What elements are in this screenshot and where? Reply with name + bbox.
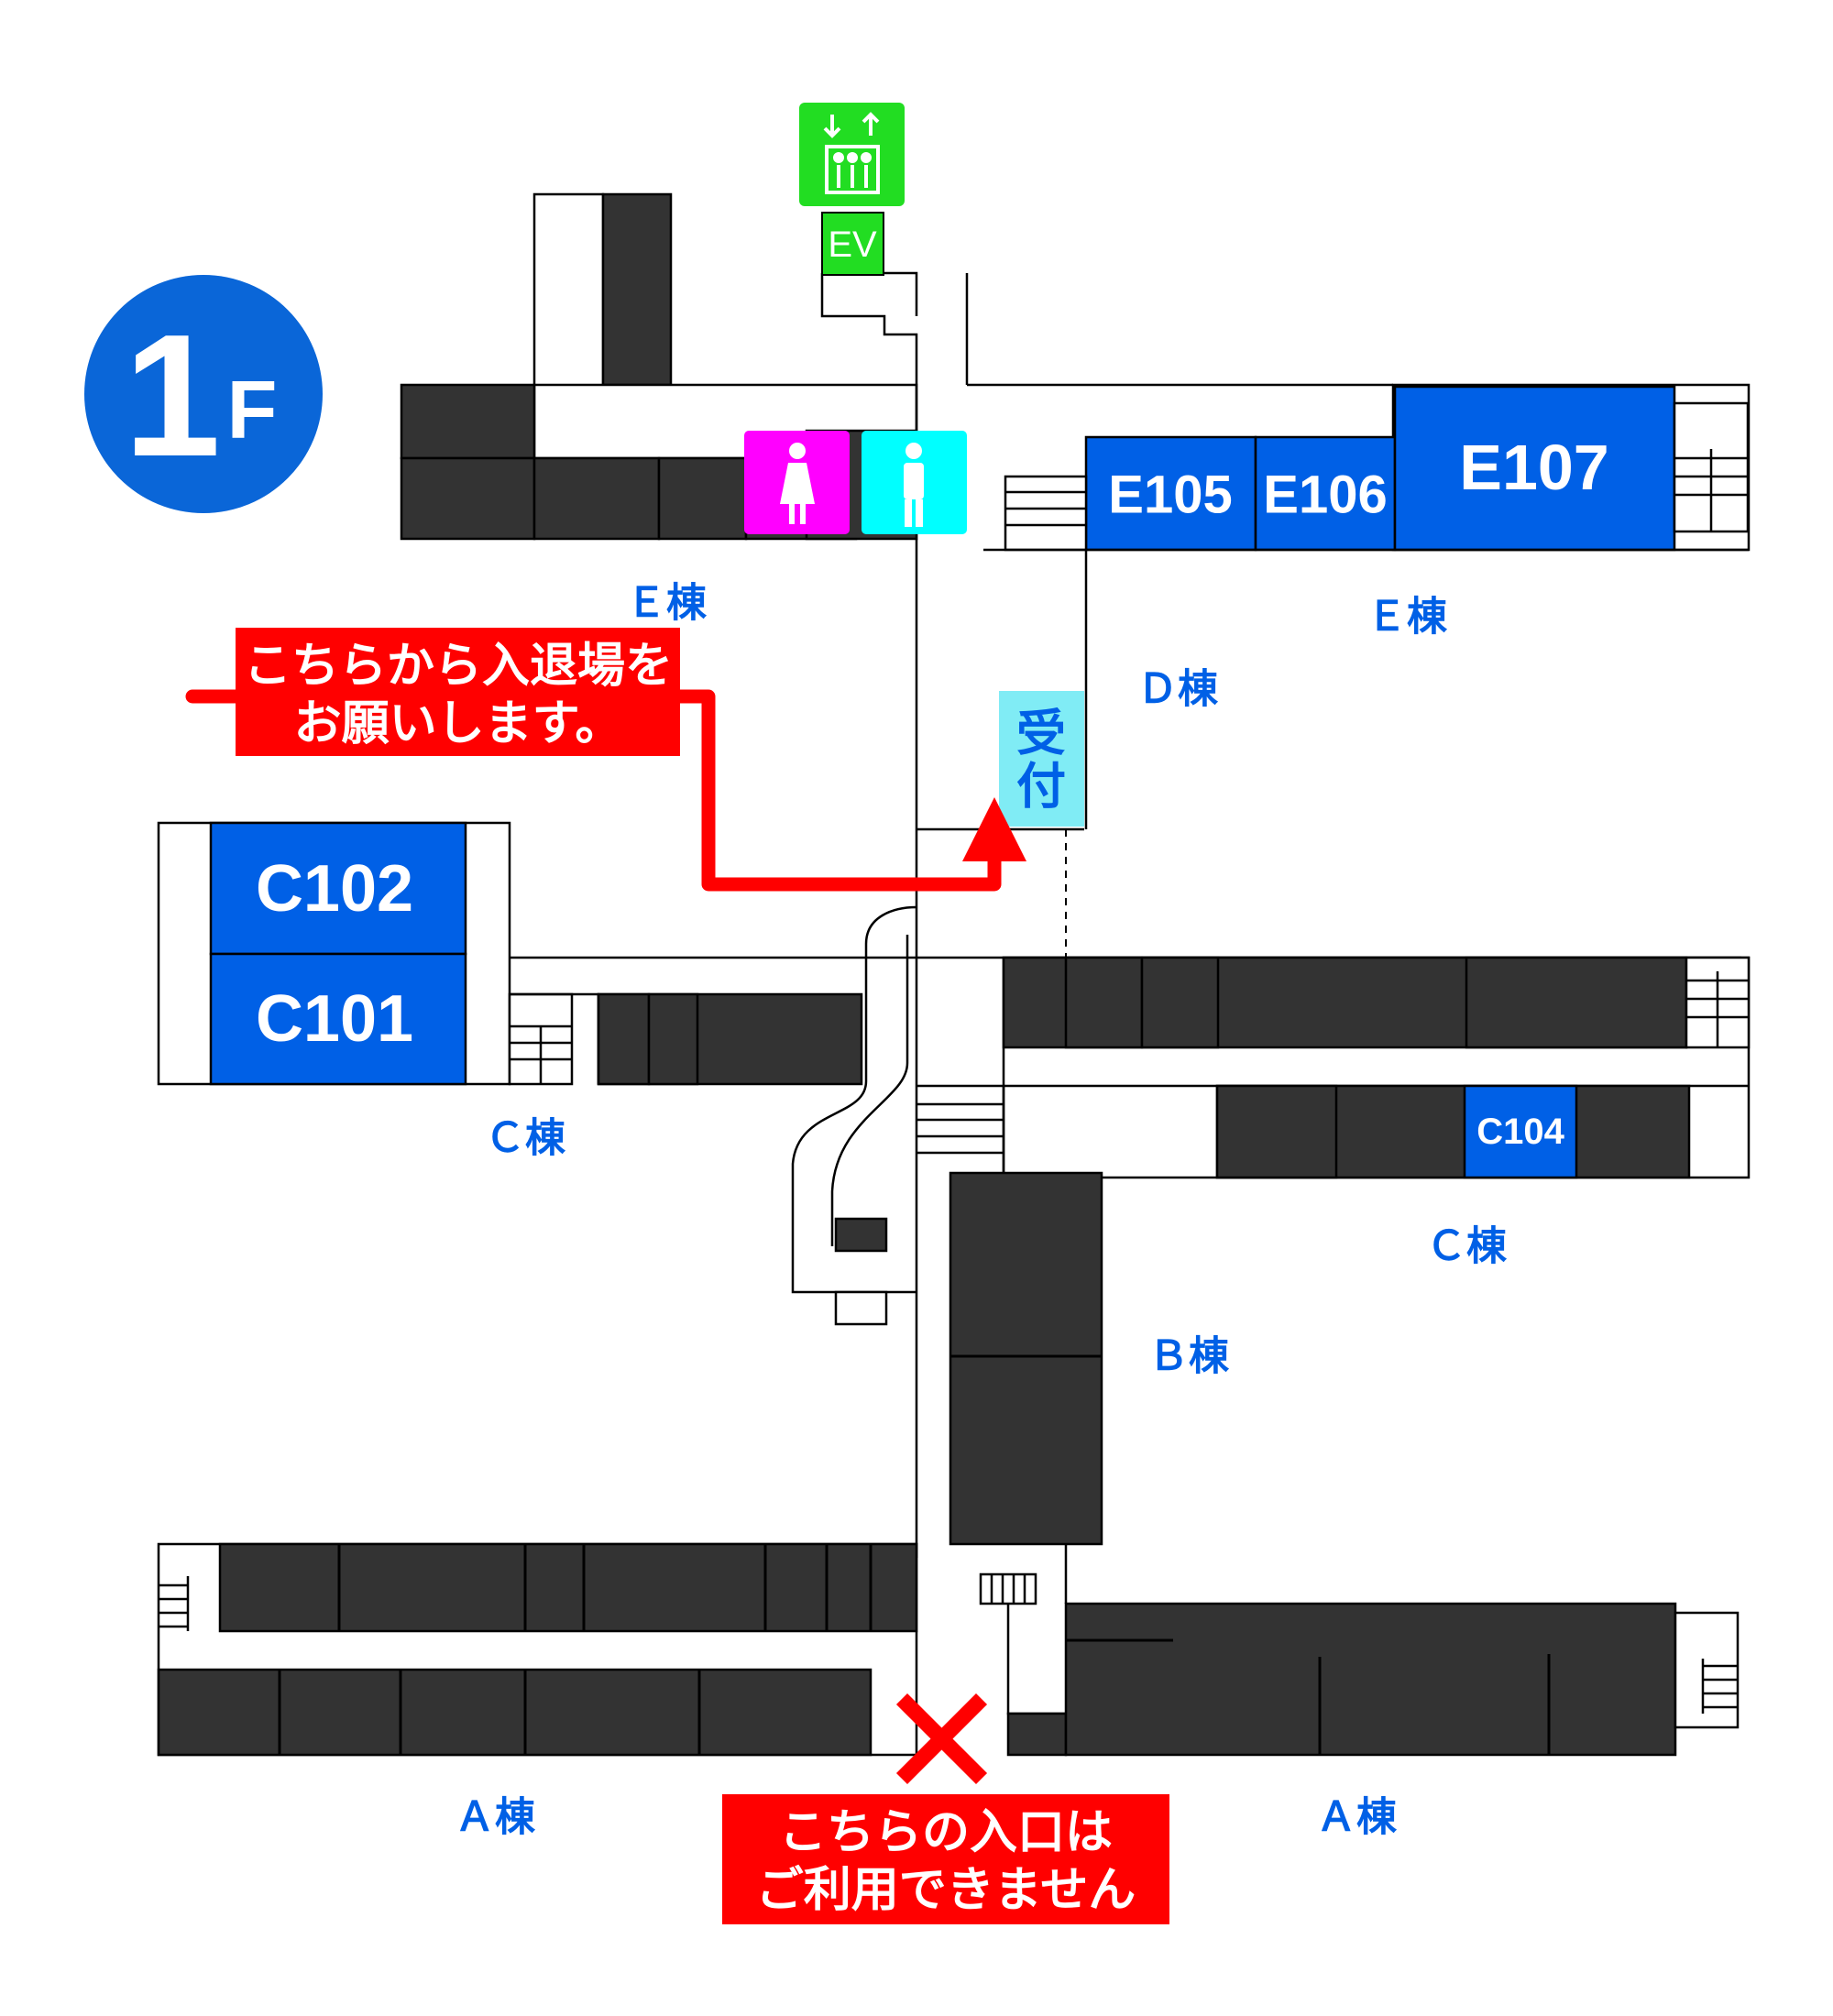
closed-entrance: こちらの入口は ご利用できません bbox=[722, 1693, 1169, 1924]
building-label-c-west: Ｃ棟 bbox=[485, 1115, 566, 1162]
c-room-dark bbox=[597, 992, 651, 1086]
room-c101 bbox=[209, 952, 467, 1086]
floor-number: 1 bbox=[124, 299, 221, 493]
e-building-west bbox=[400, 192, 918, 541]
room-e106 bbox=[1254, 435, 1397, 552]
e-room-dark bbox=[601, 192, 673, 387]
stairs bbox=[979, 1572, 1037, 1605]
room-c102 bbox=[209, 821, 467, 956]
room-e107 bbox=[1393, 385, 1676, 552]
e-building-east: E105 E106 E107 bbox=[983, 383, 1751, 829]
a-building-west bbox=[157, 1542, 918, 1757]
a-building-east bbox=[1006, 1602, 1740, 1757]
a-room-dark bbox=[157, 1668, 873, 1757]
stairs bbox=[508, 992, 574, 1086]
building-label-e-west: Ｅ棟 bbox=[626, 580, 708, 627]
stairs bbox=[1004, 475, 1088, 552]
building-label-a-east: Ａ棟 bbox=[1316, 1794, 1398, 1841]
e-room-dark bbox=[532, 456, 661, 541]
male-restroom-icon bbox=[904, 443, 924, 527]
c-room-dark bbox=[1064, 956, 1144, 1049]
a-room-dark bbox=[218, 1542, 918, 1633]
cross-icon bbox=[895, 1693, 988, 1785]
room-c101-label: C101 bbox=[256, 982, 413, 1056]
elevator-shaft bbox=[821, 212, 884, 276]
reception: 受 付 bbox=[916, 691, 1084, 958]
elevator-icon bbox=[823, 112, 880, 194]
entrance-notice-box bbox=[236, 628, 680, 756]
room-e105 bbox=[1084, 435, 1257, 552]
c-building-east: C104 bbox=[916, 956, 1751, 1179]
a-room-dark bbox=[1064, 1602, 1677, 1757]
entrance-notice-line2: お願いします。 bbox=[294, 696, 623, 751]
stairs bbox=[159, 1576, 190, 1631]
entrance-notice-line1: こちらから入退場を bbox=[244, 639, 673, 694]
reception-label-line2: 付 bbox=[1016, 758, 1066, 816]
elevator-label: EV bbox=[828, 225, 877, 265]
room-c102-label: C102 bbox=[256, 852, 413, 926]
e-room-dark bbox=[400, 456, 536, 541]
ramp-dark bbox=[834, 1217, 888, 1253]
c-room-dark bbox=[1215, 1084, 1338, 1179]
building-label-e-east: Ｅ棟 bbox=[1367, 594, 1448, 641]
e-room-dark bbox=[657, 456, 748, 541]
stair-outline bbox=[820, 273, 918, 385]
room-c104-label: C104 bbox=[1476, 1112, 1564, 1152]
building-label-a-west: Ａ棟 bbox=[455, 1794, 536, 1841]
c-building-west: C102 C101 bbox=[157, 821, 1741, 1086]
entrance-notice: こちらから入退場を お願いします。 bbox=[236, 628, 680, 756]
room-c104 bbox=[1463, 1084, 1578, 1179]
room-e107-label: E107 bbox=[1459, 432, 1608, 503]
corridor-wall bbox=[1006, 1604, 1066, 1715]
corridor-wall bbox=[916, 1084, 1005, 1173]
a-room-dark bbox=[1006, 1712, 1068, 1757]
ramp-box bbox=[834, 1290, 888, 1326]
building-label-b: Ｂ棟 bbox=[1148, 1333, 1230, 1380]
stairs bbox=[916, 1102, 1004, 1155]
c-room-dark bbox=[647, 992, 699, 1086]
corridor-outline bbox=[880, 271, 918, 316]
closed-notice-box bbox=[722, 1794, 1169, 1924]
reception-desk bbox=[999, 691, 1084, 827]
building-label-d: Ｄ棟 bbox=[1137, 666, 1219, 713]
stairs bbox=[1674, 1611, 1740, 1729]
floor-badge-circle bbox=[84, 275, 323, 513]
stairs bbox=[1673, 401, 1750, 533]
elevator-area: EV bbox=[799, 103, 918, 385]
restrooms bbox=[744, 429, 967, 541]
c-room-dark bbox=[1140, 956, 1220, 1049]
ramp-passage bbox=[791, 905, 917, 1326]
room-e105-label: E105 bbox=[1108, 466, 1232, 525]
room-e106-label: E106 bbox=[1263, 466, 1387, 525]
ramp-outline bbox=[830, 935, 909, 1246]
e-room-dark bbox=[400, 383, 536, 460]
reception-label-line1: 受 bbox=[1016, 705, 1066, 762]
b-building bbox=[949, 1171, 1103, 1605]
building-label-c-east: Ｃ棟 bbox=[1426, 1223, 1508, 1270]
route-arrowhead bbox=[962, 797, 1026, 861]
stairs bbox=[1685, 956, 1751, 1049]
ramp-outline bbox=[791, 905, 917, 1294]
closed-notice-line1: こちらの入口は bbox=[779, 1805, 1113, 1860]
b-room-dark bbox=[949, 1171, 1103, 1546]
floor-suffix: F bbox=[227, 365, 278, 456]
c-room-dark bbox=[1465, 956, 1688, 1049]
female-restroom-icon bbox=[780, 443, 815, 524]
floor-badge: 1 F bbox=[84, 275, 323, 513]
closed-notice-line2: ご利用できません bbox=[756, 1863, 1136, 1918]
